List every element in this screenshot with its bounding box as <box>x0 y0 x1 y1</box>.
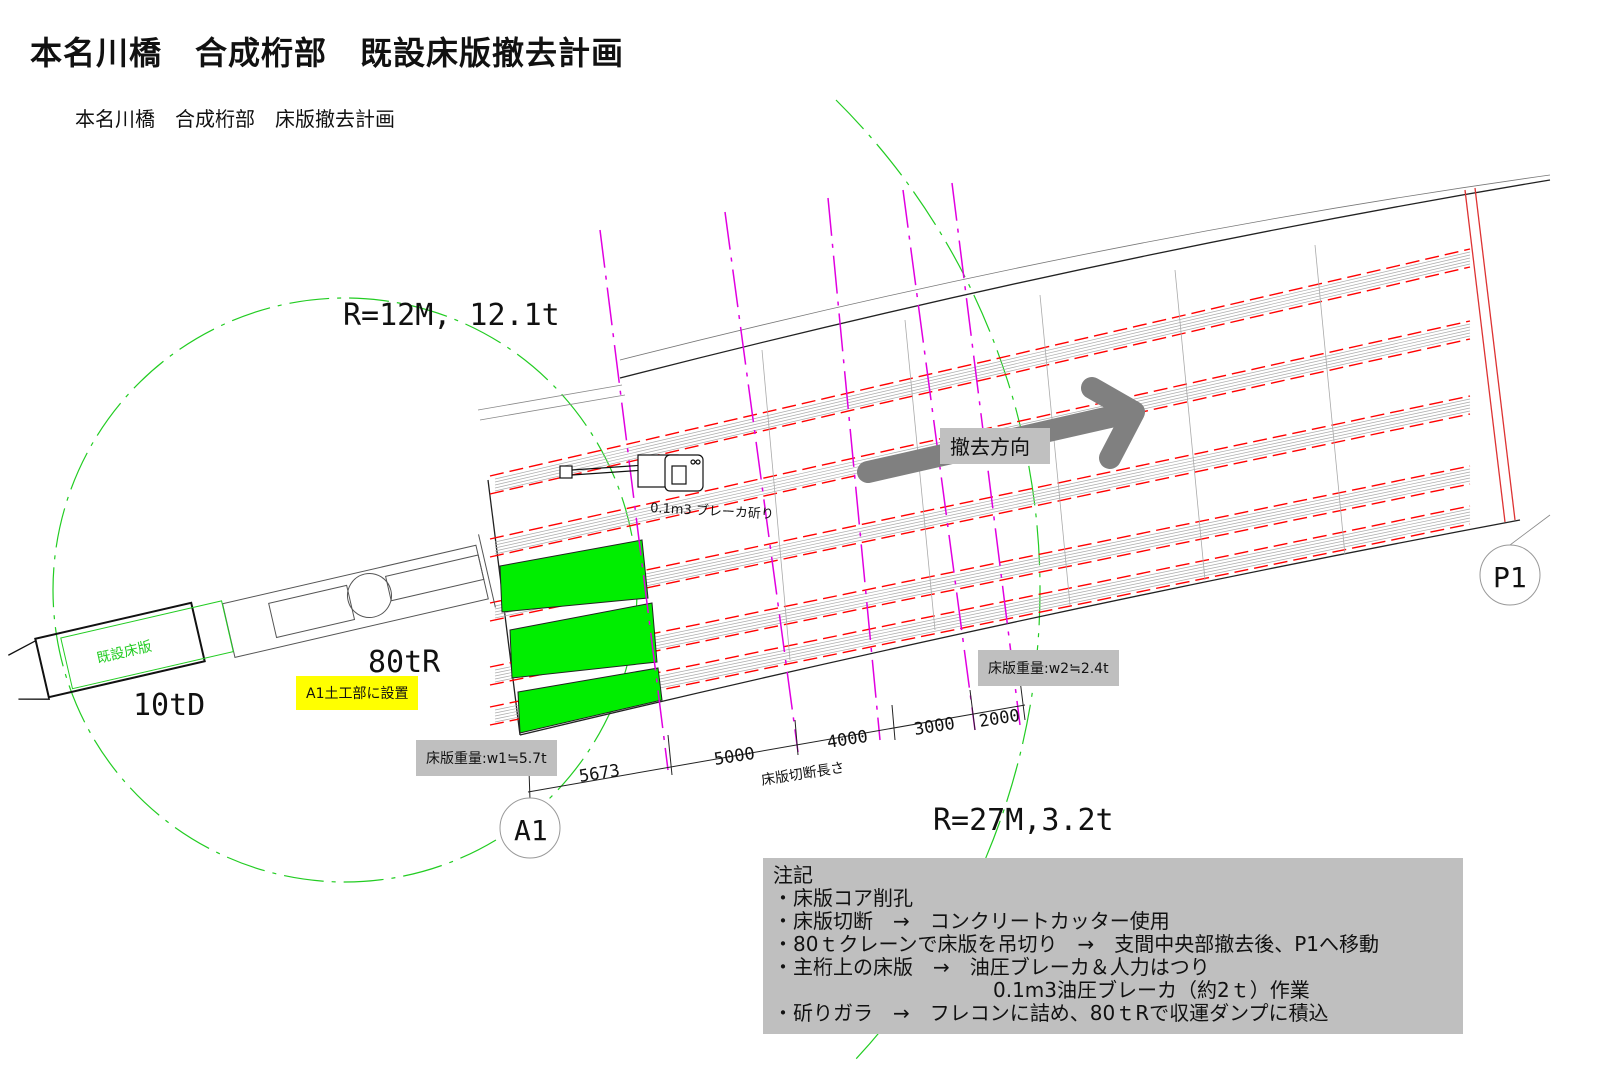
crane-radius-27m-arc <box>835 99 1041 1061</box>
dimension-2000: 2000 <box>978 706 1022 732</box>
cut-length-label: 床版切断長さ <box>760 760 845 789</box>
slab-weight-w2: 床版重量:w2≒2.4t <box>978 650 1119 686</box>
dimension-3000: 3000 <box>913 714 957 740</box>
notes-heading: 注記 <box>773 863 813 887</box>
note-item: ・80ｔクレーンで床版を吊切り → 支間中央部撤去後、P1へ移動 <box>773 932 1379 956</box>
breaker-excavator-icon <box>559 454 704 492</box>
radius-27m-label: R=27M,3.2t <box>933 803 1114 838</box>
crane-80tr-icon <box>221 534 496 658</box>
slab-weight-w1: 床版重量:w1≒5.7t <box>416 740 557 776</box>
breaker-label: 0.1m3 ブレーカ斫り <box>650 500 774 522</box>
cut-lines <box>599 182 1021 771</box>
note-item: ・床版コア削孔 <box>773 886 913 910</box>
dump-truck-label: 10tD <box>133 688 205 723</box>
abutment-a1-label: A1 <box>514 814 548 847</box>
crane-location-note: A1土工部に設置 <box>296 676 419 710</box>
existing-slab-label: 既設床版 <box>95 639 153 667</box>
bridge-deck <box>477 174 1551 736</box>
pier-p1-label: P1 <box>1493 561 1527 594</box>
dimension-4000: 4000 <box>826 727 870 753</box>
dimension-5673: 5673 <box>578 761 622 787</box>
crane-label: 80tR <box>368 645 441 680</box>
removed-slab-blocks <box>499 539 663 734</box>
main-girder <box>489 395 1471 622</box>
main-girder <box>489 248 1471 495</box>
note-item: 0.1m3油圧ブレーカ（約2ｔ）作業 <box>773 978 1310 1002</box>
removal-direction-label: 撤去方向 <box>950 435 1030 459</box>
note-item: ・床版切断 → コンクリートカッター使用 <box>773 909 1170 933</box>
removed-slab-block <box>499 539 649 613</box>
removed-slab-block <box>509 602 658 679</box>
dimension-5000: 5000 <box>713 744 757 770</box>
note-item: ・斫りガラ → フレコンに詰め、80ｔRで収運ダンプに積込 <box>773 1001 1329 1025</box>
page-title: 本名川橋 合成桁部 既設床版撤去計画 <box>30 34 625 72</box>
drawing-subtitle: 本名川橋 合成桁部 床版撤去計画 <box>75 107 395 131</box>
radius-12m-label: R=12M, 12.1t <box>343 298 560 333</box>
note-item: ・主桁上の床版 → 油圧ブレーカ＆人力はつり <box>773 955 1210 979</box>
dump-truck-10td-icon <box>8 600 234 700</box>
removed-slab-block <box>517 667 663 734</box>
notes-box: 注記 ・床版コア削孔 ・床版切断 → コンクリートカッター使用 ・80ｔクレーン… <box>763 858 1463 1034</box>
